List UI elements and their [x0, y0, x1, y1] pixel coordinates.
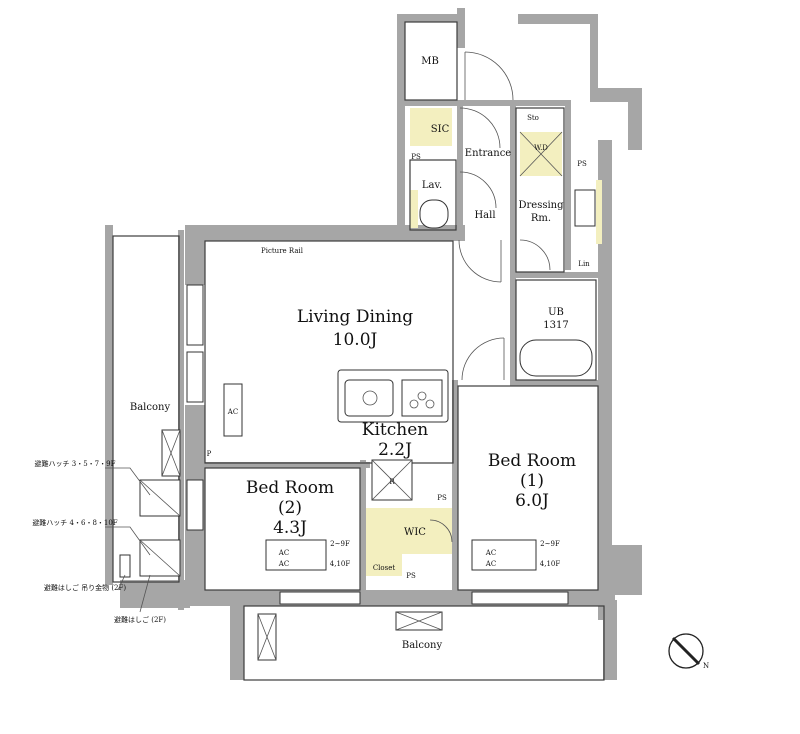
hatch-note-2: 避難ハッチ 4・6・8・10F — [32, 518, 117, 527]
lav-label: Lav. — [422, 180, 442, 191]
closet-label: Closet — [373, 564, 396, 572]
bedroom1-name: Bed Room — [488, 451, 576, 471]
hatch-note-1: 避難ハッチ 3・5・7・9F — [35, 459, 116, 468]
ps-label-1: PS — [411, 153, 421, 161]
room-lines — [112, 21, 605, 681]
leader-lines — [105, 467, 151, 613]
ac-label-top-br1: AC — [485, 549, 496, 557]
ac-label-top-br2: AC — [278, 549, 289, 557]
ac-unit-label: AC — [227, 408, 238, 416]
compass-n-label: N — [703, 662, 709, 670]
wd-label: W.D — [534, 144, 548, 152]
bedroom2-size: 4.3J — [273, 518, 307, 538]
ladder-note-1: 避難はしご 吊り金物 (2F) — [44, 583, 126, 592]
sic-label: SIC — [431, 124, 450, 135]
dressing-line1: Dressing — [518, 200, 564, 211]
living-dining-name: Living Dining — [297, 307, 413, 327]
ac-floor-top-br1: 2~9F — [540, 540, 560, 548]
ub-name: UB — [548, 307, 564, 318]
mb-label: MB — [421, 56, 439, 67]
bedroom2-name: Bed Room — [246, 478, 334, 498]
kitchen-size: 2.2J — [378, 440, 412, 460]
ac-floor-top-br2: 2~9F — [330, 540, 350, 548]
hall-label: Hall — [474, 210, 495, 221]
ps-label-4: PS — [406, 572, 416, 580]
bedroom2-index: (2) — [278, 498, 302, 518]
picture-rail-label: Picture Rail — [261, 247, 304, 255]
ac-label-bottom-br1: AC — [485, 560, 496, 568]
fixtures — [119, 131, 596, 661]
lin-label: Lin — [578, 260, 590, 268]
ac-label-bottom-br2: AC — [278, 560, 289, 568]
p-label: P — [207, 450, 212, 458]
balcony-west-label: Balcony — [130, 402, 171, 413]
living-dining-size: 10.0J — [333, 330, 378, 350]
compass-icon: N — [668, 633, 709, 670]
balcony-south-label: Balcony — [402, 640, 443, 651]
ladder-note-2: 避難はしご (2F) — [114, 615, 166, 624]
bedroom1-size: 6.0J — [515, 491, 549, 511]
dressing-line2: Rm. — [531, 213, 551, 224]
ub-size: 1317 — [543, 320, 568, 331]
r-label: R — [389, 478, 395, 486]
entrance-label: Entrance — [465, 148, 512, 159]
bedroom1-index: (1) — [520, 471, 544, 491]
ac-floor-bottom-br2: 4,10F — [330, 560, 351, 568]
kitchen-name: Kitchen — [362, 420, 428, 440]
sto-label: Sto — [527, 114, 539, 122]
labels: Living Dining 10.0J Kitchen 2.2J Bed Roo… — [32, 56, 590, 651]
wic-label: WIC — [404, 527, 426, 538]
ps-label-3: PS — [437, 494, 447, 502]
ps-label-2: PS — [577, 160, 587, 168]
ac-floor-bottom-br1: 4,10F — [540, 560, 561, 568]
